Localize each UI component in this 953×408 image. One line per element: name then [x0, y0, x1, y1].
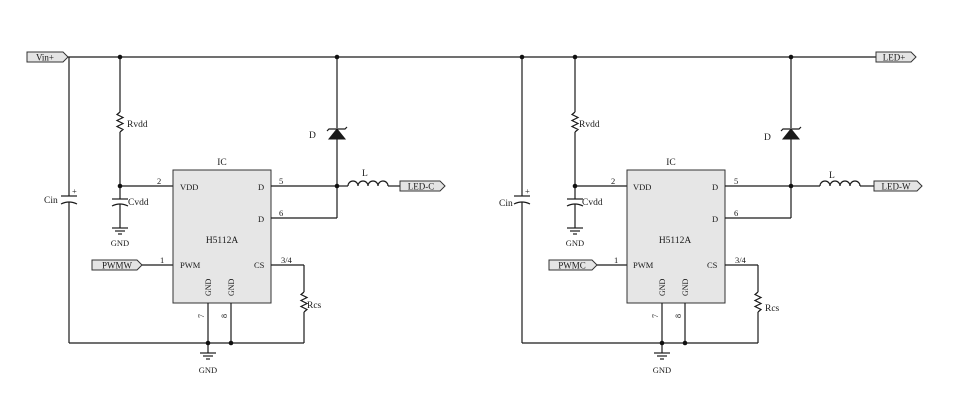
left-pin-num-gnd2: 8: [220, 314, 229, 318]
vin-port: Vin+: [26, 51, 69, 63]
led-c-port: LED-C: [399, 180, 446, 192]
left-diode-label: D: [309, 131, 316, 141]
right-rvdd-resistor: Rvdd: [570, 57, 600, 186]
left-cin-capacitor: + Cin: [44, 57, 78, 343]
left-pin-gnd2: GND: [227, 278, 236, 296]
led-w-port-label: LED-W: [882, 182, 911, 192]
right-pin-vdd: VDD: [633, 182, 651, 192]
right-pin-gnd2: GND: [681, 278, 690, 296]
right-main-gnd-label: GND: [653, 365, 671, 375]
left-rcs-resistor: Rcs: [299, 265, 322, 343]
left-inductor-label: L: [362, 169, 368, 179]
left-pin-num-d2: 6: [279, 208, 283, 218]
right-pin-num-cs: 3/4: [735, 255, 747, 265]
right-cin-plus: +: [525, 186, 530, 196]
left-pin-num-gnd1: 7: [197, 314, 206, 318]
pwmc-port-label: PWMC: [558, 261, 586, 271]
right-pin-cs: CS: [707, 260, 718, 270]
left-pin-d2: D: [258, 214, 264, 224]
right-inductor: L: [791, 171, 874, 187]
right-cvdd-gnd-label: GND: [566, 238, 584, 248]
left-rvdd-label: Rvdd: [127, 120, 148, 130]
right-pin-num-d2: 6: [734, 208, 738, 218]
right-pin-num-gnd2: 8: [674, 314, 683, 318]
left-pin-num-d1: 5: [279, 176, 283, 186]
left-inductor: L: [337, 169, 400, 187]
left-ic-title: IC: [217, 158, 227, 168]
right-ic-title: IC: [666, 158, 676, 168]
right-cin-capacitor: + Cin: [499, 57, 531, 343]
left-pin-num-pwm: 1: [160, 255, 164, 265]
left-pin-d1: D: [258, 182, 264, 192]
right-rvdd-label: Rvdd: [579, 120, 600, 130]
left-pin-num-vdd: 2: [157, 176, 161, 186]
left-cvdd-ground-symbol: GND: [111, 227, 129, 248]
left-driver-circuit: + Cin Rvdd 2 Cvdd GND: [44, 54, 446, 375]
left-schottky-diode: D: [309, 57, 348, 186]
left-pin-vdd: VDD: [180, 182, 198, 192]
right-rcs-resistor: Rcs: [753, 265, 780, 343]
right-pin-num-vdd: 2: [611, 176, 615, 186]
right-inductor-label: L: [829, 171, 835, 181]
right-cvdd-capacitor: Cvdd: [566, 186, 603, 228]
right-pin-d2: D: [712, 214, 718, 224]
right-pin-num-pwm: 1: [614, 255, 618, 265]
right-schottky-diode: D: [764, 57, 802, 186]
left-cvdd-gnd-label: GND: [111, 238, 129, 248]
left-pin-gnd1: GND: [204, 278, 213, 296]
left-ic-part: H5112A: [206, 236, 239, 246]
led-w-port: LED-W: [873, 180, 923, 192]
right-pin-num-d1: 5: [734, 176, 738, 186]
led-plus-port-label: LED+: [883, 53, 906, 63]
right-pin-num-gnd1: 7: [651, 314, 660, 318]
left-rvdd-resistor: Rvdd: [115, 57, 148, 186]
right-main-ground-symbol: GND: [653, 343, 671, 375]
right-cvdd-label: Cvdd: [582, 198, 603, 208]
left-cvdd-label: Cvdd: [128, 198, 149, 208]
right-cin-label: Cin: [499, 199, 513, 209]
right-diode-label: D: [764, 133, 771, 143]
left-main-gnd-label: GND: [199, 365, 217, 375]
left-cvdd-capacitor: Cvdd: [111, 186, 149, 228]
left-rcs-label: Rcs: [307, 301, 322, 311]
right-driver-circuit: + Cin Rvdd 2 Cvdd GND: [499, 54, 923, 375]
pwmw-port: PWMW 1: [91, 255, 173, 271]
right-cvdd-ground-symbol: GND: [566, 227, 584, 248]
led-plus-port: LED+: [875, 51, 917, 63]
right-pin-pwm: PWM: [633, 260, 654, 270]
left-main-ground-symbol: GND: [199, 343, 217, 375]
right-ic-h5112a: IC H5112A VDD D D PWM CS GND GND: [626, 158, 726, 304]
left-cin-plus: +: [72, 186, 77, 196]
left-pin-cs: CS: [254, 260, 265, 270]
right-pin-gnd1: GND: [658, 278, 667, 296]
left-pin-pwm: PWM: [180, 260, 201, 270]
led-c-port-label: LED-C: [408, 182, 435, 192]
left-cin-label: Cin: [44, 196, 58, 206]
pwmc-port: PWMC 1: [548, 255, 627, 271]
right-rcs-label: Rcs: [765, 304, 780, 314]
left-pin-num-cs: 3/4: [281, 255, 293, 265]
right-pin-d1: D: [712, 182, 718, 192]
right-ic-part: H5112A: [659, 236, 692, 246]
left-ic-h5112a: IC H5112A VDD D D PWM CS GND GND: [172, 158, 272, 304]
vin-port-label: Vin+: [36, 53, 54, 63]
pwmw-port-label: PWMW: [102, 261, 133, 271]
